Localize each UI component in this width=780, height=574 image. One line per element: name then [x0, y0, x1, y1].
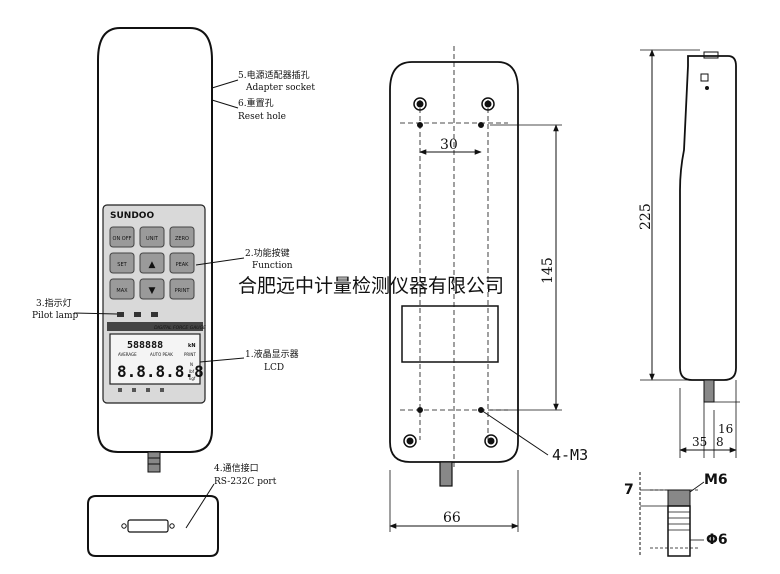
force-shaft [147, 451, 161, 473]
svg-text:PRINT: PRINT [175, 288, 191, 294]
callout-lcd-cn: 1.液晶显示器 [245, 348, 299, 360]
dim-hole-spacing: 30 [440, 137, 458, 153]
function-keys: ON OFF UNIT ZERO SET ▲ PEAK MAX ▼ PRINT [109, 226, 195, 300]
lcd-top-digits: 588888 [127, 340, 163, 351]
callout-function-cn: 2.功能按键 [245, 247, 290, 259]
rs232-connector [127, 519, 169, 533]
svg-text:MAX: MAX [116, 288, 128, 294]
key-unit[interactable]: UNIT [139, 226, 165, 248]
key-up[interactable]: ▲ [139, 252, 165, 274]
lcd-header-band [107, 322, 203, 331]
dim-side-16: 16 [718, 422, 733, 436]
callout-reset-en: Reset hole [238, 112, 286, 122]
dim-side-35: 35 [692, 435, 707, 449]
key-zero[interactable]: ZERO [169, 226, 195, 248]
lcd-unit-lbf: lbf [189, 369, 195, 374]
watermark: 合肥远中计量检测仪器有限公司 [238, 275, 504, 297]
conn-dim-m6: M6 [704, 472, 728, 488]
callout-function-en: Function [252, 261, 293, 271]
dim-height: 225 [638, 203, 654, 230]
lcd-auto-peak: AUTO PEAK [150, 352, 173, 357]
conn-dim-phi6: Φ6 [706, 532, 728, 548]
front-view: SUNDOO ON OFF UNIT ZERO SET ▲ PEAK MAX ▼… [73, 27, 245, 557]
lcd-screen [109, 333, 201, 385]
callout-lcd-en: LCD [264, 363, 284, 373]
callout-reset-cn: 6.重置孔 [238, 97, 274, 109]
dim-width: 66 [443, 510, 461, 526]
key-down[interactable]: ▼ [139, 278, 165, 300]
lamp-1 [117, 312, 124, 317]
callout-labels: 5.电源适配器插孔 Adapter socket 6.重置孔 Reset hol… [32, 69, 315, 487]
callout-pilot-cn: 3.指示灯 [36, 297, 72, 309]
key-print[interactable]: PRINT [169, 278, 195, 300]
lcd-main-digits: 8.8.8.8.8 [117, 362, 204, 381]
brand-logo: SUNDOO [110, 211, 154, 221]
lcd-average: AVERAGE [118, 352, 137, 357]
svg-text:SET: SET [117, 262, 127, 268]
dim-side-8: 8 [716, 435, 724, 449]
lcd-header: DIGITAL FORCE GAUGE [154, 325, 206, 331]
key-set[interactable]: SET [109, 252, 135, 274]
svg-text:UNIT: UNIT [146, 236, 159, 242]
lcd-unit-kgf: kgf [189, 376, 196, 381]
callout-pilot-en: Pilot lamp [32, 311, 78, 321]
svg-text:ZERO: ZERO [175, 236, 189, 242]
svg-text:▼: ▼ [149, 286, 156, 296]
dim-hole-vertical: 145 [540, 257, 556, 284]
dim-thread: 4-M3 [552, 446, 588, 464]
conn-dim-7: 7 [624, 482, 634, 498]
connector-detail [639, 472, 705, 557]
lamp-3 [151, 312, 158, 317]
callout-comm-en: RS-232C port [214, 477, 277, 487]
callout-adapter-cn: 5.电源适配器插孔 [238, 69, 310, 81]
svg-text:ON OFF: ON OFF [113, 236, 132, 242]
pilot-lamps [117, 312, 158, 317]
lcd-print: PRINT [184, 352, 196, 357]
lamp-2 [134, 312, 141, 317]
svg-text:PEAK: PEAK [176, 262, 190, 268]
side-view [640, 49, 740, 458]
back-view [389, 46, 562, 532]
key-peak[interactable]: PEAK [169, 252, 195, 274]
key-on-off[interactable]: ON OFF [109, 226, 135, 248]
lcd-unit-n: N [190, 362, 193, 367]
lcd-unit-badge: kN [188, 343, 196, 349]
key-max[interactable]: MAX [109, 278, 135, 300]
callout-comm-cn: 4.通信接口 [214, 462, 259, 474]
svg-text:▲: ▲ [149, 260, 156, 270]
callout-adapter-en: Adapter socket [245, 83, 315, 93]
